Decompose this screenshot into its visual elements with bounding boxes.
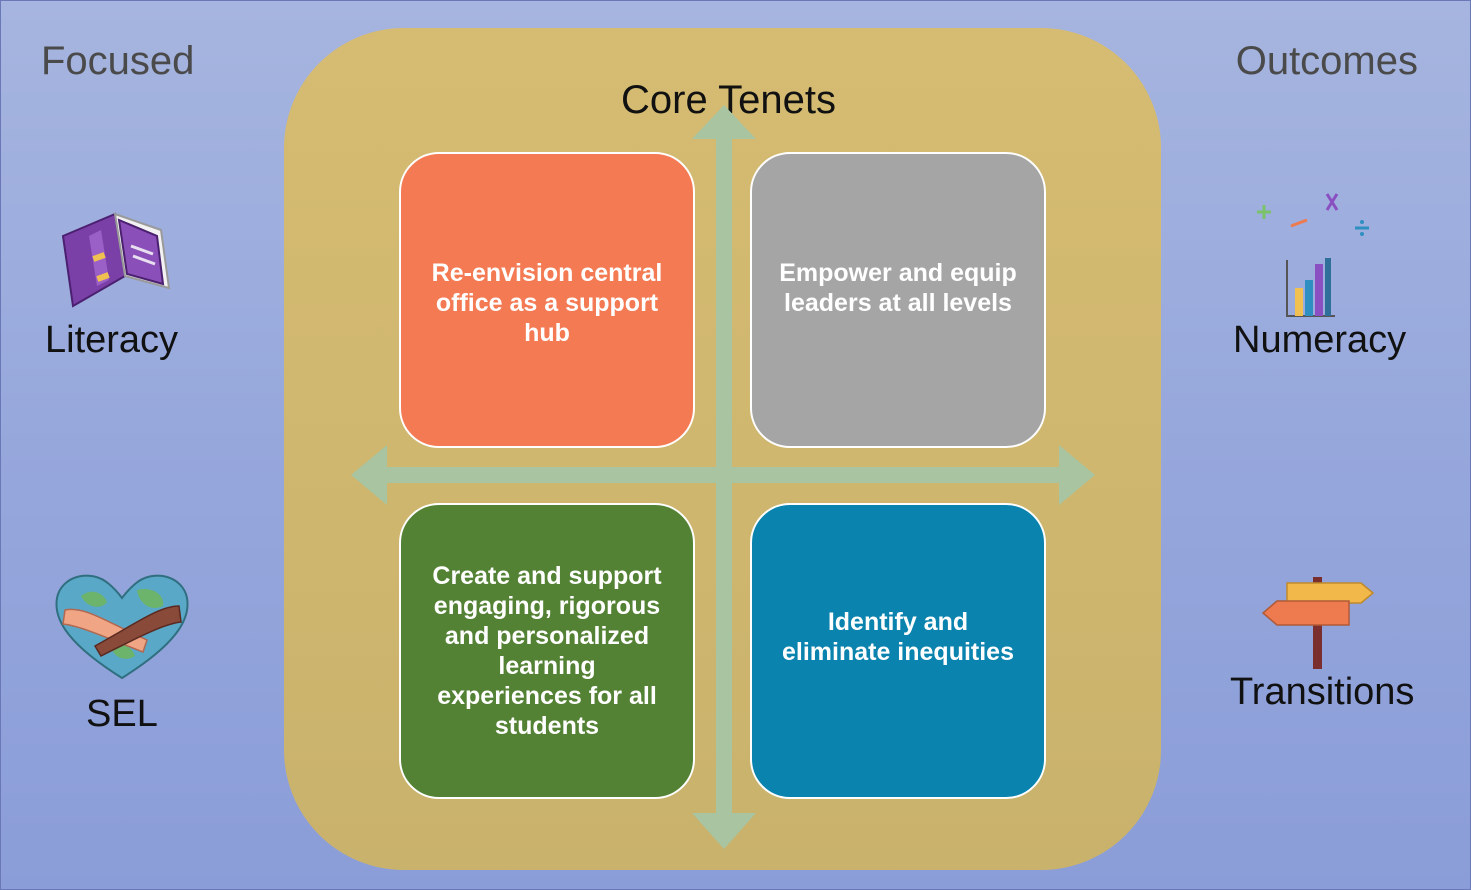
math-chart-icon: [1257, 193, 1369, 317]
book-icon: [61, 212, 171, 308]
signpost-icon: [1261, 577, 1375, 669]
tenet-text: Identify and eliminate inequities: [781, 608, 1014, 666]
tenet-tile-support-hub: Re-envision central office as a support …: [399, 152, 695, 448]
horizontal-double-arrow: [351, 445, 1095, 505]
heart-globe-hug-icon: [55, 574, 189, 680]
numeracy-label: Numeracy: [1233, 319, 1407, 361]
focused-header: Focused: [41, 39, 195, 83]
tenet-tile-eliminate-inequities: Identify and eliminate inequities: [750, 503, 1046, 799]
outcomes-header: Outcomes: [1235, 39, 1418, 83]
tenet-text: Create and support engaging, rigorous an…: [432, 562, 662, 740]
tenet-tile-personalized-learning: Create and support engaging, rigorous an…: [399, 503, 695, 799]
literacy-label: Literacy: [45, 319, 179, 361]
sel-label: SEL: [86, 693, 158, 735]
tenet-text: Empower and equip leaders at all levels: [779, 259, 1017, 317]
tenet-text: Re-envision central office as a support …: [431, 259, 663, 347]
transitions-label: Transitions: [1230, 671, 1415, 713]
tenet-tile-empower-leaders: Empower and equip leaders at all levels: [750, 152, 1046, 448]
